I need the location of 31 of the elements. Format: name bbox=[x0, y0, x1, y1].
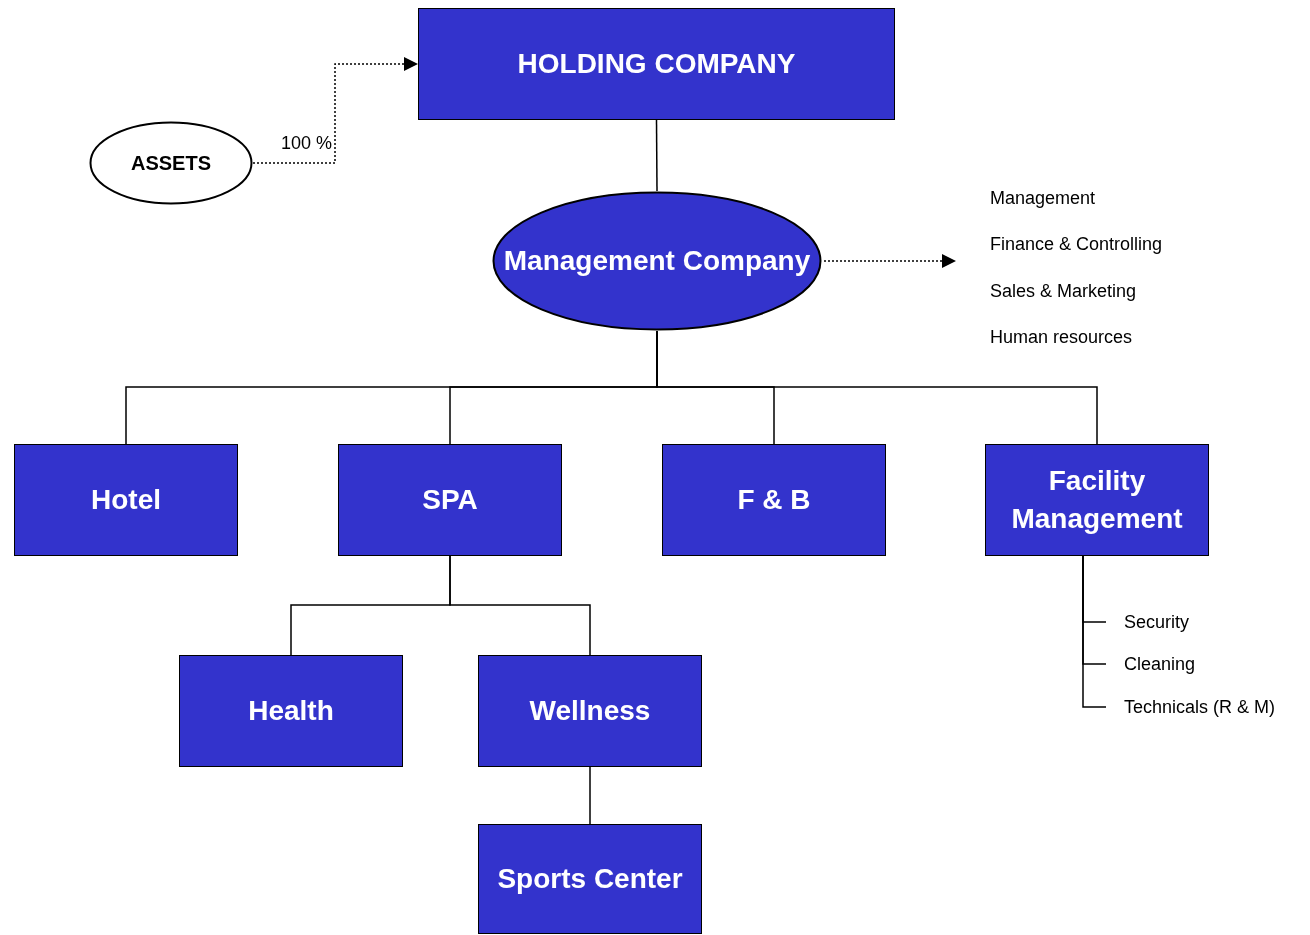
org-box bbox=[985, 444, 1209, 556]
arrow bbox=[823, 254, 957, 268]
org-box bbox=[14, 444, 238, 556]
org-box bbox=[478, 824, 702, 934]
list-item: Sales & Marketing bbox=[990, 280, 1137, 302]
org-box bbox=[662, 444, 886, 556]
node-label: HOLDING COMPANY bbox=[517, 47, 796, 81]
node-label: ASSETS bbox=[131, 151, 211, 176]
org-box bbox=[418, 8, 895, 120]
connector-line bbox=[1082, 555, 1107, 708]
org-box bbox=[478, 655, 702, 767]
node-label: Facility Management bbox=[1010, 464, 1184, 536]
node-label: Sports Center bbox=[497, 862, 683, 896]
node-label: Health bbox=[248, 694, 334, 728]
node-label: Management Company bbox=[503, 244, 811, 278]
list-item: Finance & Controlling bbox=[990, 234, 1163, 256]
node-label: F & B bbox=[737, 483, 811, 517]
connector-line bbox=[589, 766, 591, 825]
org-box bbox=[338, 444, 562, 556]
connector-line bbox=[655, 119, 658, 192]
arrow bbox=[252, 57, 419, 164]
list-item: Technicals (R & M) bbox=[1124, 696, 1276, 718]
connector-line bbox=[449, 555, 591, 656]
list-item: Human resources bbox=[990, 327, 1133, 348]
node-label: Wellness bbox=[529, 694, 651, 728]
list-item: Cleaning bbox=[1124, 653, 1196, 675]
list-item: Security bbox=[1124, 611, 1190, 633]
node-label: SPA bbox=[422, 483, 478, 517]
org-box bbox=[179, 655, 403, 767]
list-item: Management bbox=[990, 188, 1096, 209]
node-label: Hotel bbox=[91, 483, 161, 517]
